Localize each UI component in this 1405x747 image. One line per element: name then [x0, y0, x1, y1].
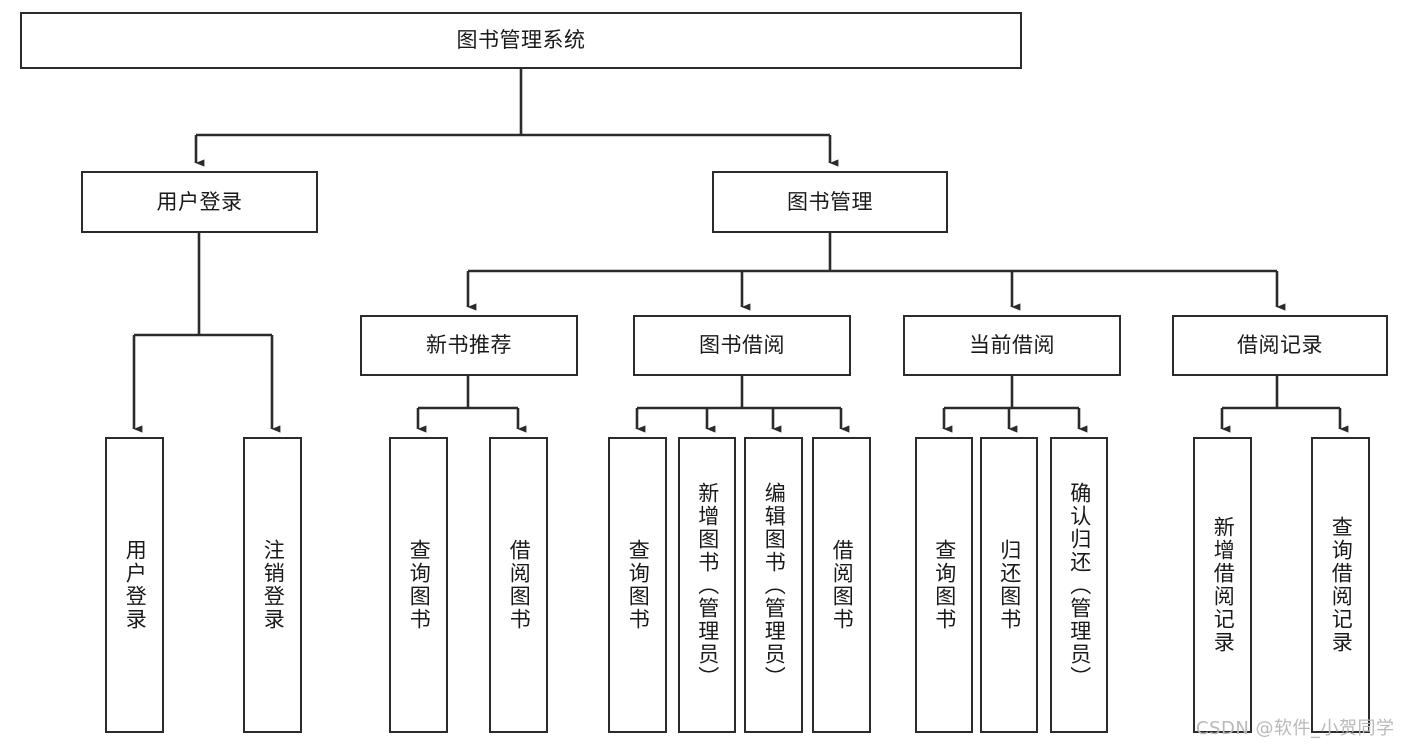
node-borrow-record-label: 借阅记录 — [1237, 333, 1323, 358]
node-root[interactable]: 图书管理系统 — [20, 12, 1022, 69]
node-leaf-add-book-label: 新增图书（管理员） — [695, 481, 720, 689]
node-leaf-confirm-return-label: 确认归还（管理员） — [1067, 481, 1092, 689]
node-book-manage-label: 图书管理 — [787, 189, 873, 214]
node-leaf-query-book-3[interactable]: 查询图书 — [915, 437, 973, 733]
node-root-label: 图书管理系统 — [456, 28, 586, 53]
node-book-borrow-label: 图书借阅 — [699, 333, 785, 358]
node-leaf-edit-book-label: 编辑图书（管理员） — [762, 481, 787, 689]
node-leaf-confirm-return[interactable]: 确认归还（管理员） — [1050, 437, 1108, 733]
node-leaf-return-book-label: 归还图书 — [997, 539, 1022, 631]
node-current-borrow-label: 当前借阅 — [969, 333, 1055, 358]
csdn-watermark: CSDN @软件_小贺同学 — [1196, 718, 1395, 739]
node-new-book-rec-label: 新书推荐 — [426, 333, 512, 358]
node-leaf-query-record-label: 查询借阅记录 — [1329, 516, 1354, 654]
node-leaf-borrow-book-1[interactable]: 借阅图书 — [489, 437, 548, 733]
node-book-borrow[interactable]: 图书借阅 — [633, 315, 851, 376]
node-leaf-edit-book[interactable]: 编辑图书（管理员） — [744, 437, 803, 733]
node-leaf-query-record[interactable]: 查询借阅记录 — [1311, 437, 1370, 733]
node-leaf-add-record[interactable]: 新增借阅记录 — [1193, 437, 1252, 733]
node-leaf-query-book-3-label: 查询图书 — [932, 539, 957, 631]
node-leaf-query-book-2[interactable]: 查询图书 — [608, 437, 667, 733]
node-leaf-return-book[interactable]: 归还图书 — [980, 437, 1038, 733]
node-leaf-add-record-label: 新增借阅记录 — [1211, 516, 1236, 654]
node-leaf-logout-label: 注销登录 — [261, 539, 286, 631]
node-leaf-borrow-book-2-label: 借阅图书 — [830, 539, 855, 631]
node-leaf-borrow-book-1-label: 借阅图书 — [507, 539, 532, 631]
node-leaf-query-book-1-label: 查询图书 — [407, 539, 432, 631]
node-leaf-logout[interactable]: 注销登录 — [243, 437, 302, 733]
node-leaf-query-book-1[interactable]: 查询图书 — [389, 437, 448, 733]
node-new-book-rec[interactable]: 新书推荐 — [360, 315, 578, 376]
node-leaf-add-book[interactable]: 新增图书（管理员） — [678, 437, 736, 733]
node-leaf-user-login-label: 用户登录 — [123, 539, 148, 631]
node-borrow-record[interactable]: 借阅记录 — [1172, 315, 1388, 376]
node-leaf-borrow-book-2[interactable]: 借阅图书 — [812, 437, 871, 733]
node-current-borrow[interactable]: 当前借阅 — [903, 315, 1121, 376]
node-user-login-label: 用户登录 — [156, 189, 243, 214]
node-book-manage[interactable]: 图书管理 — [712, 171, 948, 233]
node-user-login[interactable]: 用户登录 — [81, 171, 318, 233]
node-leaf-query-book-2-label: 查询图书 — [626, 539, 651, 631]
node-leaf-user-login[interactable]: 用户登录 — [105, 437, 164, 733]
